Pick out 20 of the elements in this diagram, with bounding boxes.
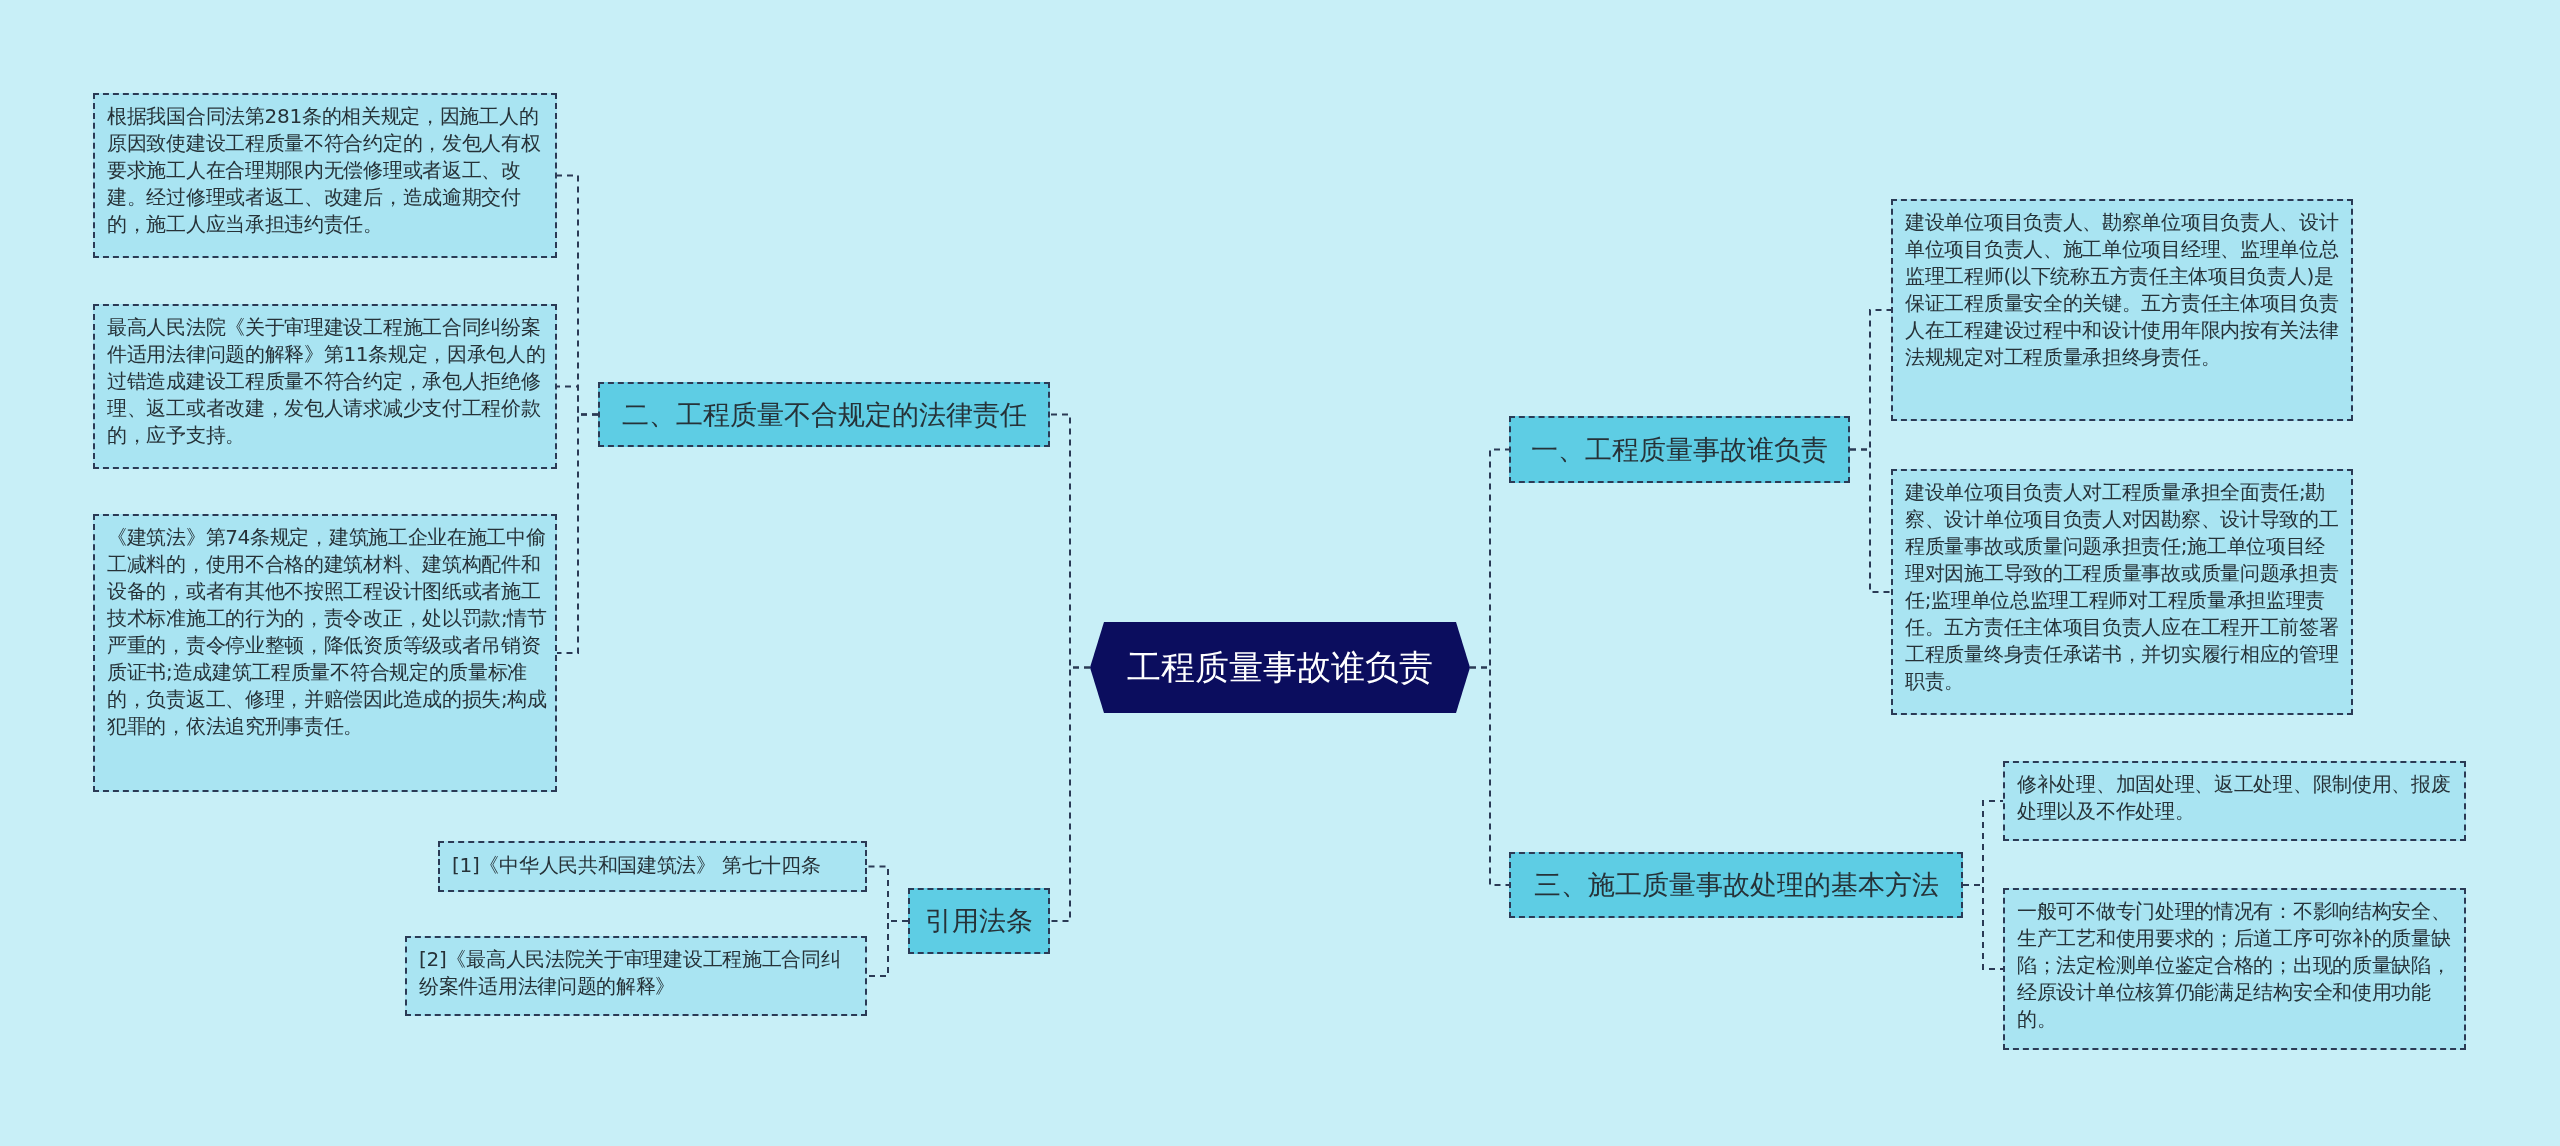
central-topic: 工程质量事故谁负责 bbox=[1090, 622, 1470, 713]
connector bbox=[1962, 884, 2004, 970]
topic-box: 二、工程质量不合规定的法律责任 bbox=[598, 382, 1050, 447]
note-box: 一般可不做专门处理的情况有：不影响结构安全、生产工艺和使用要求的；后道工序可弥补的质量缺陷；法定检测单位鉴定合格的；出现的质量缺陷，经原设计单位核算仍能满足结构安全和使用功能的。 bbox=[2003, 888, 2466, 1050]
connector bbox=[866, 920, 909, 977]
connector bbox=[1469, 666, 1510, 886]
note-box: 建设单位项目负责人对工程质量承担全面责任;勘察、设计单位项目负责人对因勘察、设计导致的工程质量事故或质量问题承担责任;施工单位项目经理对因施工导致的工程质量事故或质量问题承担责任;监理单位总监理工程师对工程质量承担监理责任。五方责任主体项目负责人应在工程开工前签署工程质量终身责任承诺书，并切实履行相应的管理职责。 bbox=[1891, 469, 2353, 715]
topic-box: 三、施工质量事故处理的基本方法 bbox=[1509, 852, 1963, 918]
note-box: 建设单位项目负责人、勘察单位项目负责人、设计单位项目负责人、施工单位项目经理、监理单位总监理工程师(以下统称五方责任主体项目负责人)是保证工程质量安全的关键。五方责任主体项目负责人在工程建设过程中和设计使用年限内按有关法律法规规定对工程质量承担终身责任。 bbox=[1891, 199, 2353, 421]
connector bbox=[1849, 448, 1892, 593]
note-box: 最高人民法院《关于审理建设工程施工合同纠纷案件适用法律问题的解释》第11条规定，因承包人的过错造成建设工程质量不符合约定，承包人拒绝修理、返工或者改建，发包人请求减少支付工程价款的，应予支持。 bbox=[93, 304, 557, 469]
note-box: [2]《最高人民法院关于审理建设工程施工合同纠纷案件适用法律问题的解释》 bbox=[405, 936, 867, 1016]
note-box: 根据我国合同法第281条的相关规定，因施工人的原因致使建设工程质量不符合约定的，发包人有权要求施工人在合理期限内无偿修理或者返工、改建。经过修理或者返工、改建后，造成逾期交付的，施工人应当承担违约责任。 bbox=[93, 93, 557, 258]
topic-box: 一、工程质量事故谁负责 bbox=[1509, 416, 1850, 483]
note-box: 《建筑法》第74条规定，建筑施工企业在施工中偷工减料的，使用不合格的建筑材料、建筑构配件和设备的，或者有其他不按照工程设计图纸或者施工技术标准施工的行为的，责令改正，处以罚款;情节严重的，责令停业整顿，降低资质等级或者吊销资质证书;造成建筑工程质量不符合规定的质量标准的，负责返工、修理，并赔偿因此造成的损失;构成犯罪的，依法追究刑事责任。 bbox=[93, 514, 557, 792]
connector bbox=[1049, 666, 1091, 922]
connector bbox=[556, 413, 599, 654]
note-box: [1]《中华人民共和国建筑法》 第七十四条 bbox=[438, 841, 867, 892]
topic-box: 引用法条 bbox=[908, 888, 1050, 954]
note-box: 修补处理、加固处理、返工处理、限制使用、报废处理以及不作处理。 bbox=[2003, 761, 2466, 841]
